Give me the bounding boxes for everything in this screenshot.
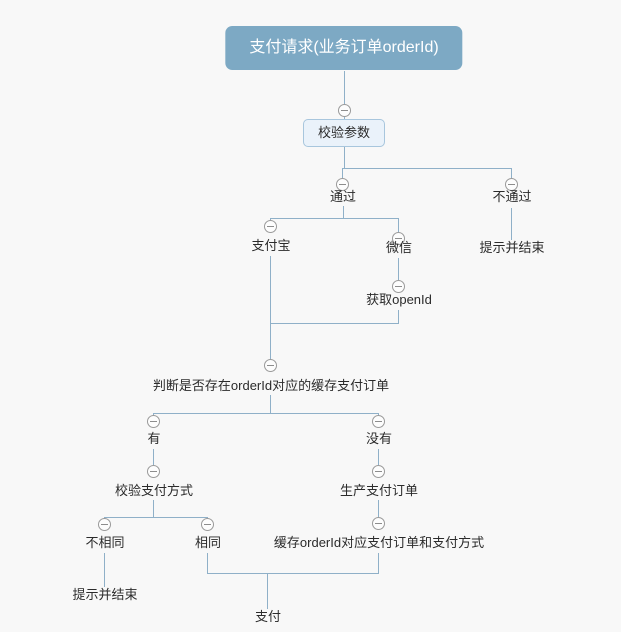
edge-merge-down-to-pay [267,573,268,609]
toggle-has[interactable] [147,415,160,428]
toggle-verify-pay-method[interactable] [147,465,160,478]
edge-pass-split [270,218,399,219]
edge-down-to-pass [342,168,343,178]
toggle-has-not[interactable] [372,415,385,428]
node-same[interactable]: 相同 [194,535,222,550]
edge-validate-params-down [344,147,345,168]
edge-pass-down [343,206,344,218]
node-not-same[interactable]: 不相同 [85,535,125,550]
node-alipay[interactable]: 支付宝 [251,238,291,253]
edge-cache-down [378,553,379,573]
edge-same-down [207,553,208,573]
edge-has-not-to-create-order [378,449,379,465]
edge-has-to-verify-pay-method [153,449,154,465]
edge-root-to-validate-params [344,71,345,104]
node-verify-pay-method[interactable]: 校验支付方式 [114,483,194,498]
node-wechat[interactable]: 微信 [385,240,413,255]
edge-verify-pay-method-split [104,517,208,518]
node-pay[interactable]: 支付 [254,609,282,624]
edge-wechat-to-get-openid [398,258,399,280]
node-check-cache-order[interactable]: 判断是否存在orderId对应的缓存支付订单 [152,378,390,393]
edge-create-order-to-cache [378,500,379,517]
toggle-wechat[interactable] [392,232,405,245]
edge-check-cache-split [153,413,379,414]
root-node-payment-request[interactable]: 支付请求(业务订单orderId) [225,26,463,70]
edge-not-same-to-notify-end [104,553,105,587]
toggle-get-openid[interactable] [392,280,405,293]
edge-check-cache-down [270,395,271,413]
node-validate-params[interactable]: 校验参数 [302,119,386,147]
toggle-same[interactable] [201,518,214,531]
toggle-check-cache-order[interactable] [264,359,277,372]
node-create-pay-order[interactable]: 生产支付订单 [339,483,419,498]
node-get-openid[interactable]: 获取openId [366,292,432,307]
edge-validate-params-split [342,168,512,169]
node-notify-and-end-1[interactable]: 提示并结束 [479,240,545,255]
edge-alipay-down [270,256,271,324]
edge-get-openid-down [398,310,399,324]
edge-down-to-wechat [398,218,399,232]
edge-not-pass-to-notify-end [511,208,512,240]
edge-merge-payment-channels [270,323,399,324]
node-cache-order-and-method[interactable]: 缓存orderId对应支付订单和支付方式 [273,535,485,550]
toggle-not-pass[interactable] [505,178,518,191]
node-not-pass[interactable]: 不通过 [492,189,532,204]
edge-down-to-not-pass [511,168,512,178]
toggle-cache-order-and-method[interactable] [372,517,385,530]
edge-merge-to-pay [207,573,379,574]
node-has[interactable]: 有 [147,431,161,446]
node-notify-and-end-2[interactable]: 提示并结束 [72,587,138,602]
toggle-alipay[interactable] [264,220,277,233]
toggle-pass[interactable] [336,178,349,191]
toggle-create-pay-order[interactable] [372,465,385,478]
node-has-not[interactable]: 没有 [365,431,393,446]
node-pass[interactable]: 通过 [329,189,357,204]
toggle-validate-params[interactable] [338,104,351,117]
edge-verify-pay-method-down [153,500,154,517]
edge-merge-down-to-check-cache [270,323,271,366]
toggle-not-same[interactable] [98,518,111,531]
